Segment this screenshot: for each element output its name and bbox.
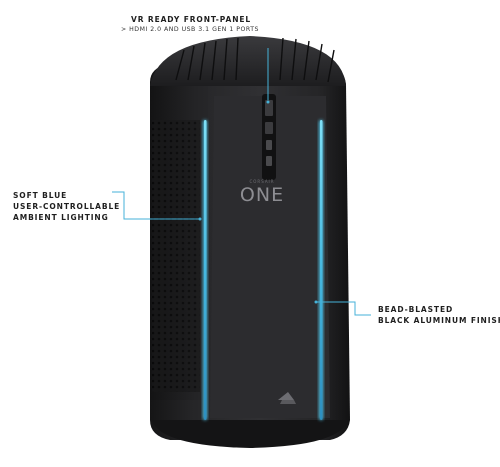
corsair-sail-icon bbox=[278, 392, 294, 400]
callout-lighting-line1: SOFT BLUE bbox=[13, 191, 68, 200]
callout-vr-subtitle: > HDMI 2.0 AND USB 3.1 GEN 1 PORTS bbox=[121, 25, 259, 33]
ambient-led-strips bbox=[203, 120, 323, 420]
corsair-sail-base-icon bbox=[280, 400, 296, 404]
leader-dot-lighting bbox=[198, 217, 202, 221]
callout-aluminum-finish: BEAD-BLASTED BLACK ALUMINUM FINISH bbox=[378, 305, 500, 327]
leader-dot-vr bbox=[266, 100, 270, 104]
leader-dot-finish bbox=[314, 300, 318, 304]
callout-finish-line1: BEAD-BLASTED bbox=[378, 305, 454, 314]
callout-vr-title: VR READY FRONT-PANEL bbox=[131, 15, 252, 24]
callout-finish-line2: BLACK ALUMINUM FINISH bbox=[378, 315, 500, 325]
callout-vr-front-panel: VR READY FRONT-PANEL > HDMI 2.0 AND USB … bbox=[121, 15, 259, 35]
callout-lighting-line2: USER-CONTROLLABLE bbox=[13, 201, 121, 211]
product-logo-text: ONE bbox=[240, 184, 284, 206]
callout-ambient-lighting: SOFT BLUE USER-CONTROLLABLE AMBIENT LIGH… bbox=[13, 191, 120, 224]
product-logo-small: CORSAIR bbox=[249, 179, 274, 184]
pc-case bbox=[150, 36, 350, 448]
callout-lighting-line3: AMBIENT LIGHTING bbox=[13, 212, 109, 222]
callout-leader-lines bbox=[112, 48, 371, 316]
front-io-ports bbox=[262, 94, 276, 180]
